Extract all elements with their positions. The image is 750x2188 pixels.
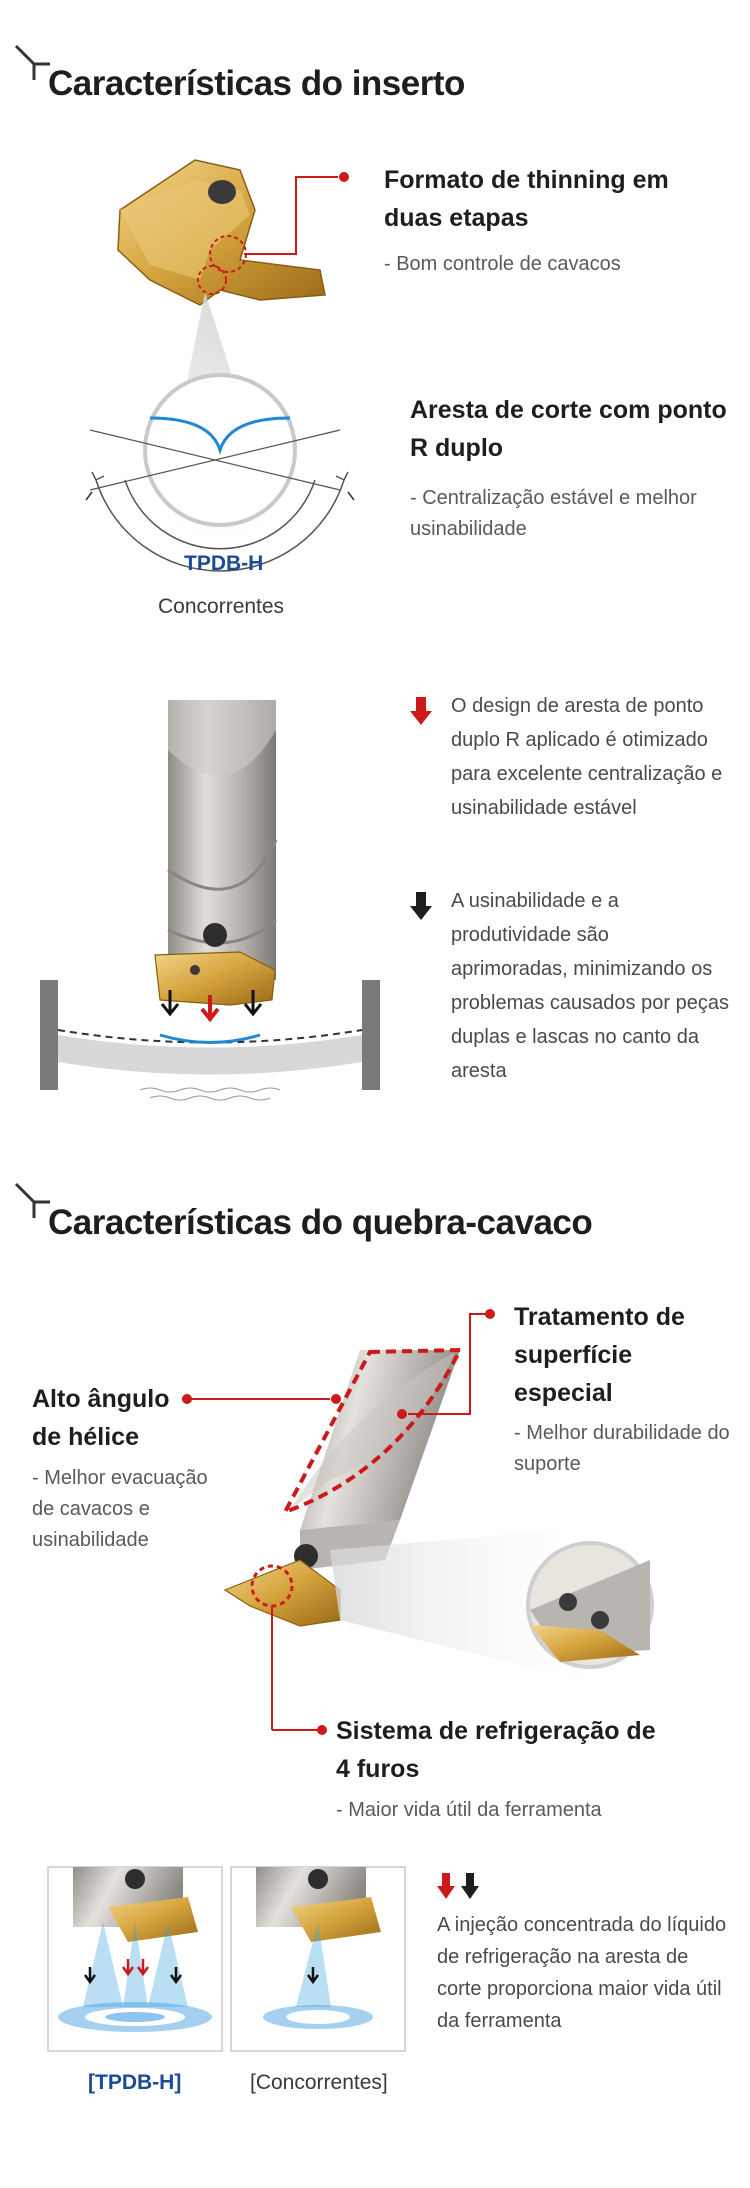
coolant-tpdb-image xyxy=(47,1866,223,2052)
section-title-chipbreaker: Características do quebra-cavaco xyxy=(48,1203,593,1242)
feature-coolant-title: Sistema de refrigeração de 4 furos xyxy=(336,1717,656,1783)
coolant-competitor-image xyxy=(230,1866,406,2052)
red-arrow-icon xyxy=(410,697,432,725)
feature-double-r-desc: - Centralização estável e melhor usinabi… xyxy=(410,487,697,540)
coolant-text: A injeção concentrada do líquido de refr… xyxy=(437,1914,727,2032)
black-arrow-icon xyxy=(410,892,432,920)
corner-bracket-icon xyxy=(14,44,50,80)
feature-surface-desc: - Melhor durabilidade do suporte xyxy=(514,1422,730,1475)
bullet-red-text: O design de aresta de ponto duplo R apli… xyxy=(451,695,723,819)
feature-thinning-desc: - Bom controle de cavacos xyxy=(384,253,621,275)
feature-helix-desc: - Melhor evacuação de cavacos e usinabil… xyxy=(32,1467,208,1551)
feature-double-r-title: Aresta de corte com ponto R duplo xyxy=(410,396,727,462)
coolant-callout-line xyxy=(272,1725,327,1735)
caption-competitors: [Concorrentes] xyxy=(250,2071,388,2094)
feature-coolant-desc: - Maior vida útil da ferramenta xyxy=(336,1799,602,1821)
feature-helix-title: Alto ângulo de hélice xyxy=(32,1385,170,1451)
corner-bracket-icon xyxy=(14,1182,50,1218)
insert-illustration xyxy=(85,159,355,572)
drill-callout-illustration xyxy=(182,1309,654,1730)
drill-workpiece-illustration xyxy=(40,700,380,1101)
section-title-insert: Características do inserto xyxy=(48,64,465,103)
red-black-arrows-icon xyxy=(437,1873,479,1899)
label-competitors: Concorrentes xyxy=(158,595,285,618)
bullet-black-text: A usinabilidade e a produtividade são ap… xyxy=(451,890,729,1082)
caption-tpdb: [TPDB-H] xyxy=(88,2071,182,2094)
label-tpdb-h: TPDB-H xyxy=(184,552,264,575)
feature-thinning-title: Formato de thinning em duas etapas xyxy=(384,166,669,232)
feature-surface-title: Tratamento de superfície especial xyxy=(514,1303,685,1407)
